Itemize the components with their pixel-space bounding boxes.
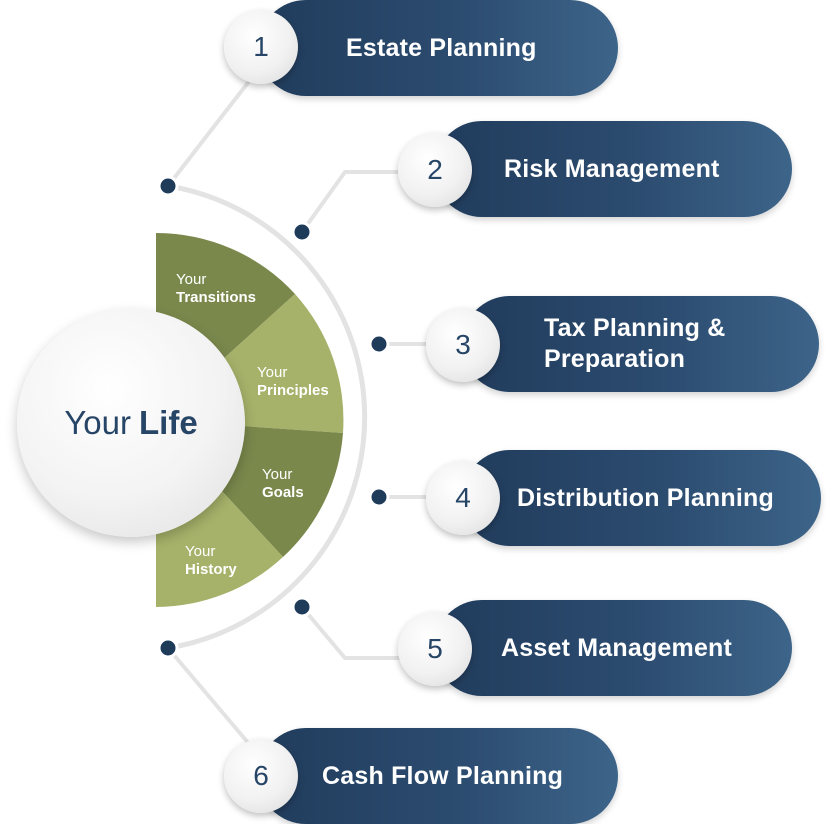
node-1 xyxy=(157,175,179,197)
step-5-label: Asset Management xyxy=(501,633,733,662)
sector-prefix: Your xyxy=(185,543,216,560)
step-4-pill[interactable]: Distribution Planning xyxy=(462,450,821,546)
node-3 xyxy=(368,333,390,355)
step-6-pill[interactable]: Cash Flow Planning xyxy=(258,728,618,824)
sector-prefix: Your xyxy=(262,466,293,483)
sector-prefix: Your xyxy=(257,364,288,381)
connector-2 xyxy=(300,170,405,234)
sector-name: Transitions xyxy=(176,289,257,306)
step-5-number: 5 xyxy=(398,612,472,686)
step-2-number: 2 xyxy=(398,133,472,207)
step-2-pill[interactable]: Risk Management xyxy=(434,121,792,217)
step-1-label: Estate Planning xyxy=(346,33,537,62)
step-3-label: Tax Planning & Preparation xyxy=(544,314,726,373)
step-6-label: Cash Flow Planning xyxy=(322,761,564,790)
step-3-number: 3 xyxy=(426,308,500,382)
step-4-number: 4 xyxy=(426,461,500,535)
sector-name: History xyxy=(185,561,237,578)
node-5 xyxy=(291,596,313,618)
sector-label-principles: Your Principles xyxy=(257,364,329,400)
center-label-strong: Life xyxy=(139,404,198,441)
your-life-circle: Your Life xyxy=(17,309,245,537)
connector-6 xyxy=(166,646,252,747)
center-label-prefix: Your xyxy=(64,404,131,441)
step-1-number: 1 xyxy=(224,10,298,84)
node-4 xyxy=(368,486,390,508)
step-5-pill[interactable]: Asset Management xyxy=(434,600,792,696)
sector-label-transitions: Your Transitions xyxy=(176,271,256,307)
step-6-number: 6 xyxy=(224,739,298,813)
step-3-pill[interactable]: Tax Planning & Preparation xyxy=(462,296,819,392)
step-2-label: Risk Management xyxy=(504,154,720,183)
sector-name: Goals xyxy=(262,484,304,501)
node-2 xyxy=(291,221,313,243)
step-4-label: Distribution Planning xyxy=(517,483,774,512)
node-6 xyxy=(157,637,179,659)
sector-label-goals: Your Goals xyxy=(262,466,304,502)
arc-nodes xyxy=(157,175,390,659)
outer-arc xyxy=(167,183,368,651)
step-1-pill[interactable]: Estate Planning xyxy=(258,0,618,96)
sector-prefix: Your xyxy=(176,271,207,288)
sector-name: Principles xyxy=(257,382,329,399)
sector-label-history: Your History xyxy=(185,543,237,579)
connector-1 xyxy=(166,78,252,188)
connector-5 xyxy=(300,605,405,660)
